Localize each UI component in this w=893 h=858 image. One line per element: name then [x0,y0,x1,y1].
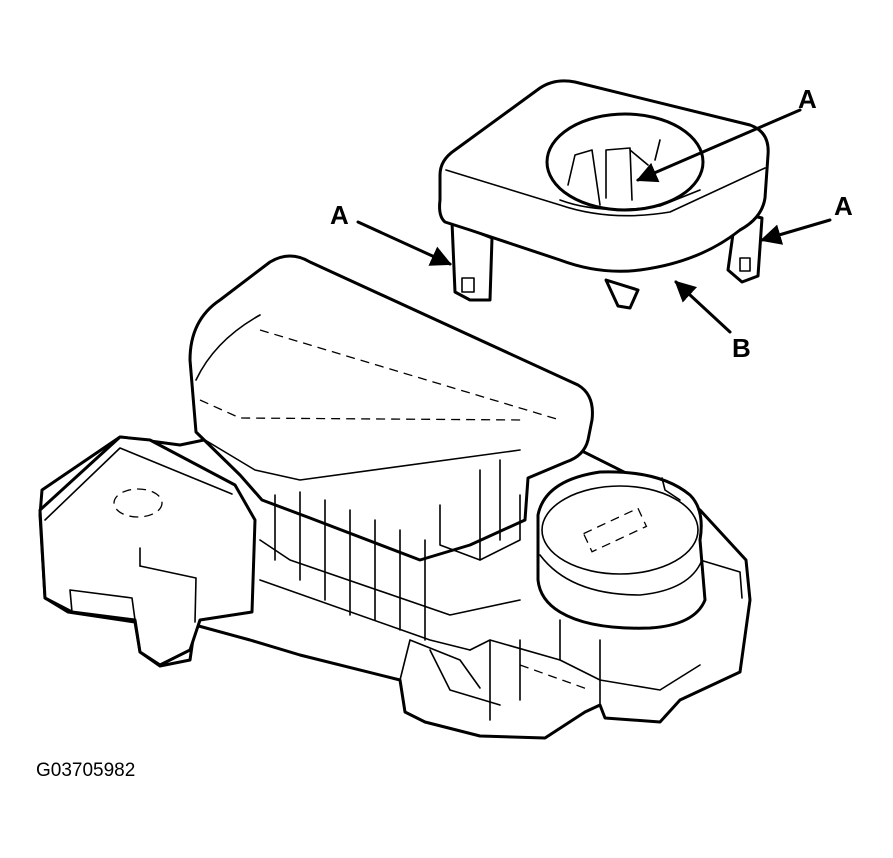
leader-a3 [759,218,832,245]
cover-cap [438,79,770,310]
leader-a1 [636,108,802,183]
base-unit [38,254,752,740]
callout-label-a2: A [330,200,349,230]
callout-label-a1: A [798,84,817,114]
callout-leaders [356,108,832,334]
callout-label-a3: A [834,191,853,221]
figure-id: G03705982 [36,760,136,781]
callout-label-b: B [732,333,751,363]
leader-b [674,280,732,334]
leader-a2 [356,220,452,266]
